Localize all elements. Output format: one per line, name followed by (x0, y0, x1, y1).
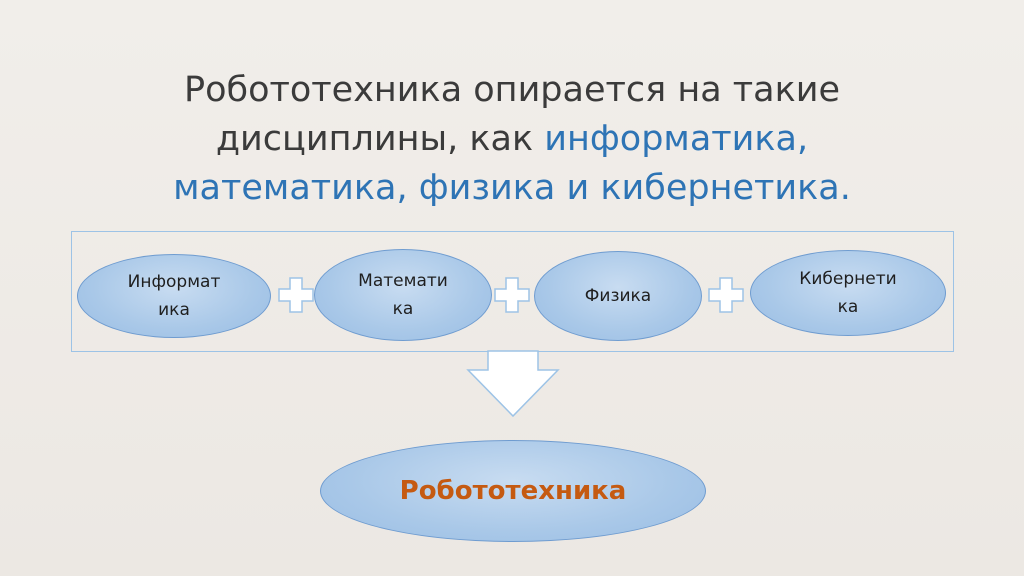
discipline-physics: Физика (534, 251, 702, 341)
discipline-mathematics: Математи ка (314, 249, 492, 341)
title-text: Робототехника опирается на такие дисципл… (183, 70, 841, 159)
discipline-informatics: Информат ика (77, 254, 271, 338)
discipline-cybernetics: Кибернети ка (750, 250, 946, 336)
result-robotics: Робототехника (320, 440, 706, 542)
plus-icon (708, 277, 744, 313)
title-highlight: информатика, математика, физика и киберн… (173, 119, 851, 208)
plus-icon (494, 277, 530, 313)
plus-icon (278, 277, 314, 313)
slide-title: Робототехника опирается на такие дисципл… (120, 66, 904, 213)
down-arrow-icon (466, 350, 560, 418)
